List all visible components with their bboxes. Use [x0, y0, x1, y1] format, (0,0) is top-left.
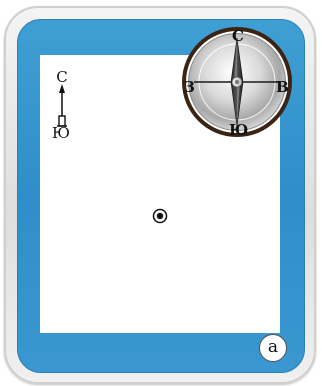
- compass-west-label: З: [184, 80, 195, 95]
- corner-badge: а: [259, 334, 287, 362]
- location-marker-icon: [152, 208, 168, 224]
- north-arrow-icon: [54, 84, 70, 128]
- compass-south-label: Ю: [229, 123, 248, 138]
- compass-east-label: В: [276, 80, 289, 95]
- north-indicator-south-label: Ю: [51, 126, 71, 141]
- north-indicator: С Ю: [52, 70, 72, 150]
- north-indicator-north-label: С: [52, 70, 72, 85]
- compass-north-label: С: [232, 29, 244, 44]
